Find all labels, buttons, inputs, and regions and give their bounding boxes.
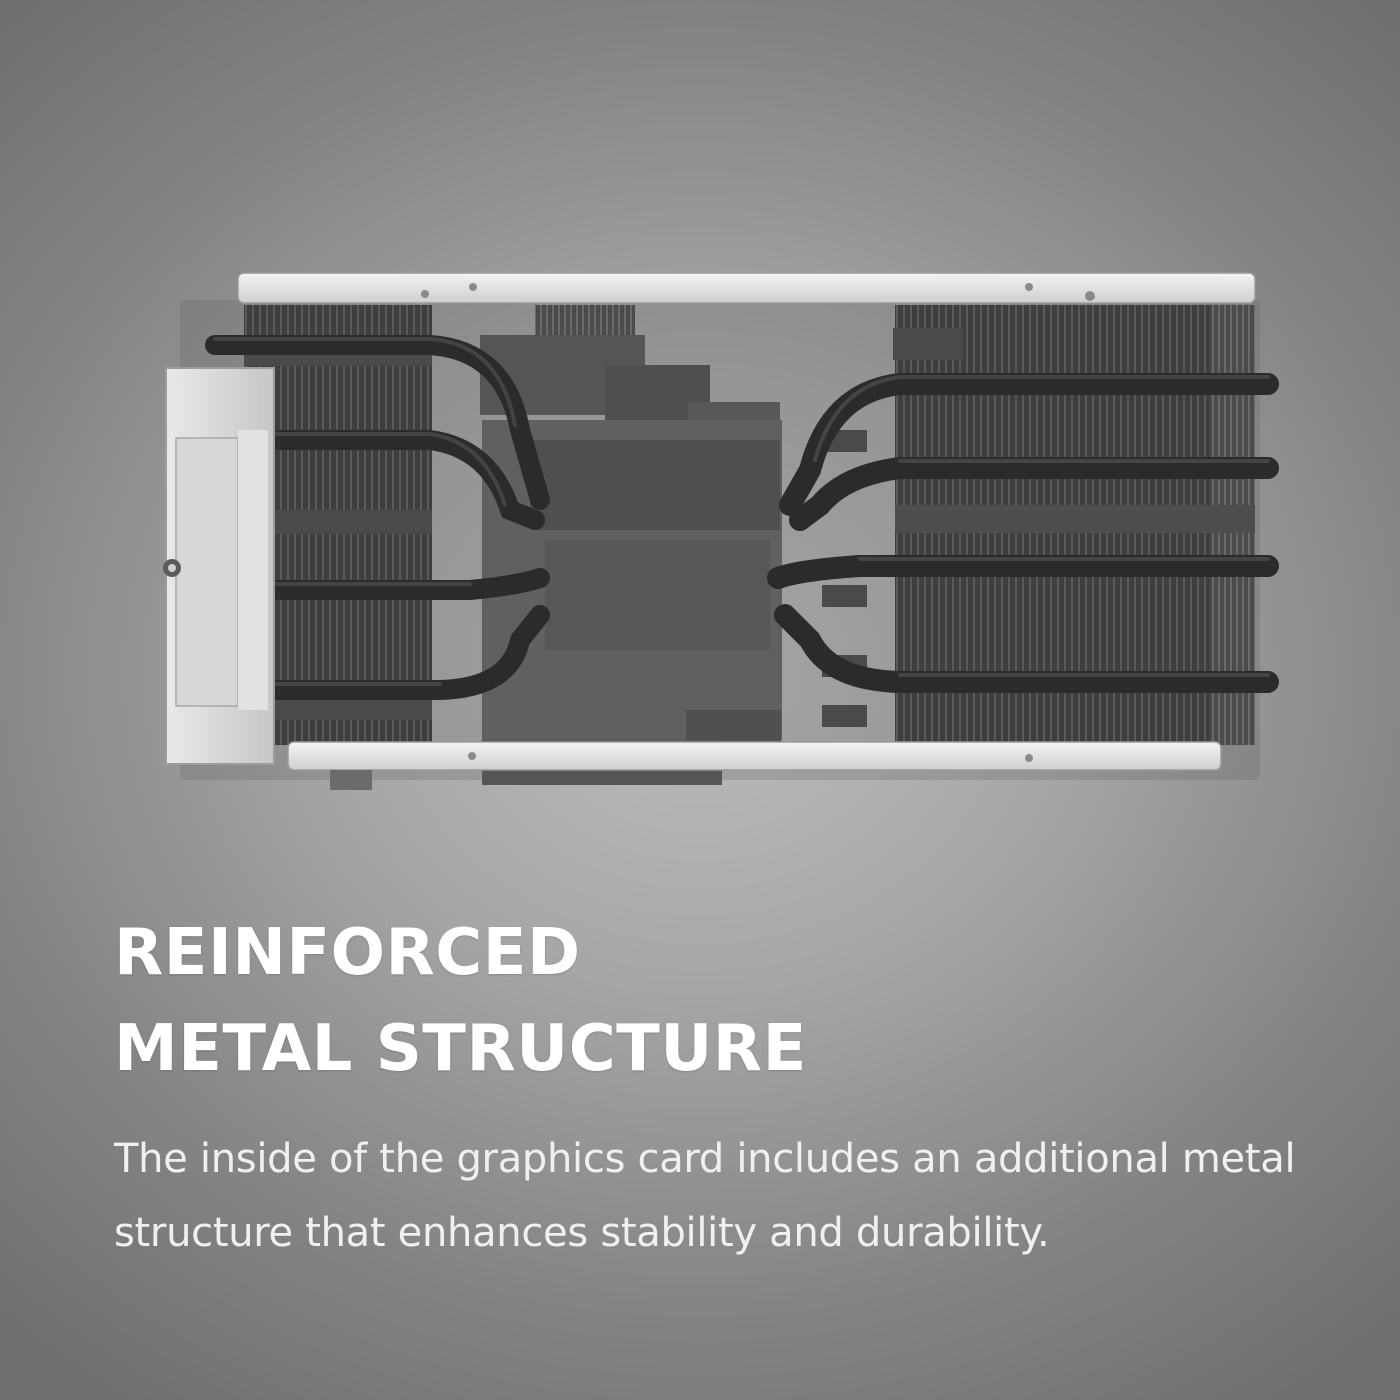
headline-line-1: REINFORCED <box>114 916 581 990</box>
headline-line-2: METAL STRUCTURE <box>114 1012 807 1086</box>
top-metal-rail <box>238 273 1255 303</box>
graphics-card-heatsink-illustration <box>163 272 1279 790</box>
right-heatpipes <box>767 373 1279 693</box>
bottom-metal-rail <box>288 742 1221 770</box>
feature-headline: REINFORCED METAL STRUCTURE <box>114 905 807 1097</box>
feature-description: The inside of the graphics card includes… <box>114 1136 1296 1256</box>
